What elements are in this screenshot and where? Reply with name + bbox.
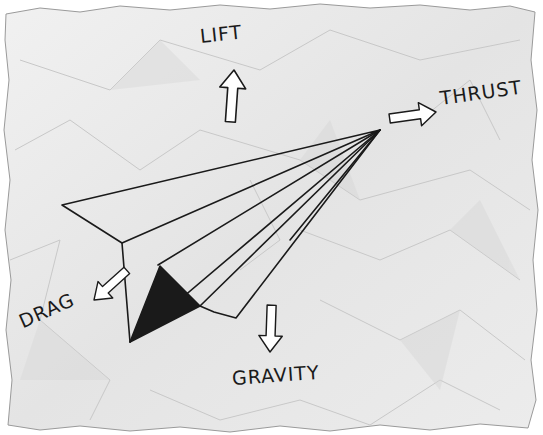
force-arrows — [87, 69, 438, 352]
lift-label: LIFT — [199, 22, 243, 47]
lift-arrow — [217, 69, 247, 123]
paper-creases — [10, 30, 530, 425]
gravity-arrow — [258, 305, 283, 353]
paper-airplane — [62, 130, 380, 342]
crumpled-paper — [4, 4, 538, 432]
thrust-arrow — [388, 100, 438, 130]
drag-arrow — [87, 262, 135, 308]
